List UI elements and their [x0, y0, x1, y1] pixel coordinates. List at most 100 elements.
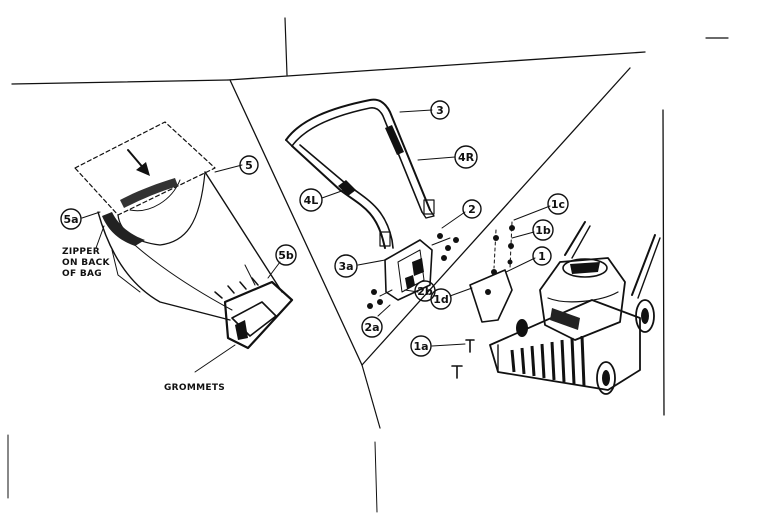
left-panel-divider [229, 79, 363, 366]
leader-1b [511, 231, 535, 239]
leader-5 [214, 164, 243, 173]
callout-3-label: 3 [436, 104, 444, 117]
bag-seam-left [111, 249, 141, 293]
handle-bracket-assembly [357, 211, 466, 317]
leader-5b [267, 261, 281, 279]
bracket-bolts [367, 233, 459, 309]
bag-seam-right [244, 264, 256, 286]
callout-1: 1 [532, 246, 552, 266]
leader-3a [357, 259, 386, 266]
callout-4l: 4L [299, 188, 323, 212]
mount-bracket [469, 269, 513, 323]
handle-upper-outer [285, 98, 431, 211]
leader-2 [441, 211, 466, 229]
callout-5a-label: 5a [63, 213, 78, 226]
callout-3a-label: 3a [338, 260, 353, 273]
top-tick-line [284, 17, 288, 76]
bracket-plate [384, 239, 433, 301]
middle-panel-divider [361, 67, 631, 366]
bag-frame [223, 280, 294, 350]
callout-2a: 2a [361, 316, 383, 338]
zipper-note-line-1: ZIPPER [62, 247, 100, 257]
callout-4r-label: 4R [458, 151, 475, 164]
right-border [662, 109, 665, 416]
callouts: 5 5a 5b 3 4R 4L 2 3a [60, 100, 569, 357]
callout-1b: 1b [532, 219, 554, 241]
callout-1b-label: 1b [535, 224, 551, 237]
bag-front-edge [97, 211, 231, 321]
mower-handle-left [564, 221, 586, 256]
leader-grommets [194, 344, 236, 373]
engine-housing [539, 257, 626, 341]
engine-cap [562, 258, 608, 278]
callout-1-label: 1 [538, 250, 546, 263]
bracket-inner [397, 249, 425, 293]
leader-1a [431, 343, 466, 347]
bag-right-edge [204, 171, 283, 293]
callout-2-label: 2 [468, 203, 476, 216]
callout-4l-label: 4L [304, 194, 319, 207]
mower-handle-right [631, 234, 656, 296]
leader-2a [377, 304, 391, 317]
leader-3 [399, 109, 433, 113]
screw-upper [465, 339, 475, 353]
left-panel-top-border [11, 79, 229, 85]
callout-1c-label: 1c [551, 198, 565, 211]
handle-grip-shade [385, 125, 404, 155]
callout-5-label: 5 [245, 159, 253, 172]
right-panel-top-border [227, 51, 646, 81]
leader-4r [417, 156, 456, 161]
callout-3: 3 [430, 100, 450, 120]
leader-zipper [95, 225, 105, 249]
leader-1c [513, 205, 551, 221]
front-wheel [596, 361, 616, 395]
bag-frame-shade [235, 320, 248, 340]
rear-wheel [635, 299, 655, 333]
leader-1 [505, 257, 536, 273]
callout-1a-label: 1a [413, 340, 428, 353]
callout-2b-label: 2b [417, 285, 433, 298]
callout-4r: 4R [454, 145, 478, 169]
handle-right-foot [423, 199, 435, 215]
bottom-center-tick [374, 441, 378, 513]
leader-2b [404, 289, 419, 293]
bag-top-shading [120, 178, 178, 208]
zipper-note-line-3: OF BAG [62, 269, 102, 279]
callout-2b: 2b [414, 280, 436, 302]
screw-lower [451, 365, 463, 379]
notes: ZIPPER ON BACK OF BAG GROMMETS [62, 247, 225, 393]
leader-4l [321, 187, 351, 199]
callout-1c: 1c [547, 193, 569, 215]
callout-5: 5 [239, 155, 259, 175]
zipper-note-line-2: ON BACK [62, 258, 111, 268]
fill-arrow-head [136, 162, 150, 176]
grass-bag-assembly [74, 121, 294, 373]
mower-assembly [431, 205, 661, 395]
zipper-shading [102, 212, 145, 246]
callout-5b: 5b [275, 244, 297, 266]
bag-opening-outline [74, 121, 216, 216]
callout-1d-label: 1d [433, 293, 449, 306]
leader-1d [449, 287, 473, 297]
divider-tail [361, 364, 381, 429]
frame-lines [7, 17, 729, 513]
callout-5b-label: 5b [278, 249, 294, 262]
callout-2a-label: 2a [364, 321, 379, 334]
callout-5a: 5a [60, 208, 82, 230]
callout-1a: 1a [410, 335, 432, 357]
handle-left-foot [379, 231, 391, 247]
handle-upper-inner [291, 107, 423, 213]
deck-vents [510, 335, 586, 387]
grommet-marks [214, 277, 259, 299]
callout-2: 2 [462, 199, 482, 219]
grommets-note: GROMMETS [164, 383, 225, 393]
handle-assembly [285, 98, 456, 249]
callout-1d: 1d [430, 288, 452, 310]
handle-left-shade [338, 180, 356, 196]
engine-shade [550, 308, 580, 330]
callout-3a: 3a [334, 254, 358, 278]
inner-wheel [516, 319, 528, 337]
leader-5a [81, 211, 101, 219]
